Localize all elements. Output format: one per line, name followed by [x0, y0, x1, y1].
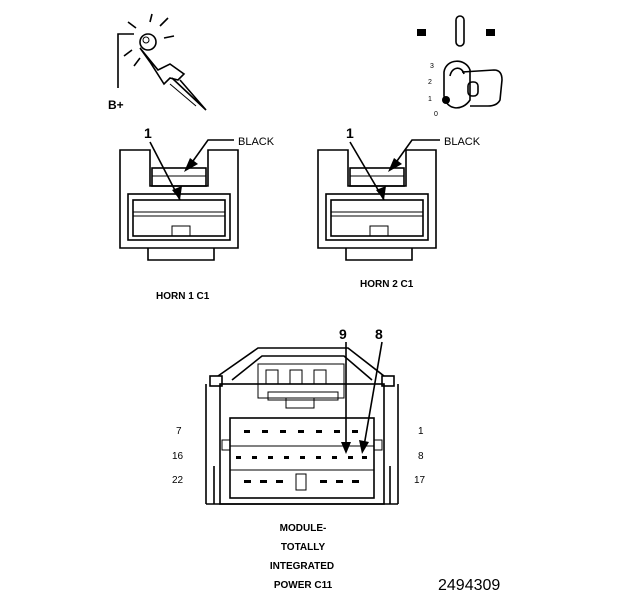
tipm-row-label-left-3: 22 — [172, 475, 184, 486]
horn-1-wire-color: BLACK — [238, 136, 275, 148]
horn-2-pin-1-arrow — [349, 141, 386, 201]
tipm-row-label-right-2: 8 — [418, 451, 424, 462]
tipm-row-label-left-1: 7 — [176, 426, 182, 437]
tipm-pin-8-callout: 8 — [375, 326, 383, 342]
horn-2-wire-color: BLACK — [444, 136, 481, 148]
tipm-pin-9-callout: 9 — [339, 326, 347, 342]
tipm-row-label-right-1: 1 — [418, 426, 424, 437]
ignition-position-1: 1 — [428, 96, 432, 103]
ignition-position-2: 2 — [428, 79, 432, 86]
tipm-caption-line-1: MODULE- — [280, 523, 327, 534]
tipm-caption-line-2: TOTALLY — [281, 542, 326, 553]
tipm-row-label-left-2: 16 — [172, 451, 184, 462]
tipm-caption-line-4: POWER C11 — [274, 580, 333, 591]
horn-1-caption: HORN 1 C1 — [156, 291, 210, 302]
figure-id: 2494309 — [438, 577, 500, 594]
horn-2-wire-color-arrow — [388, 139, 440, 172]
tipm-pin-8-arrow — [359, 341, 383, 454]
horn-1-wire-color-arrow — [184, 139, 234, 172]
horn-1-pin-1-arrow — [149, 141, 182, 201]
ignition-switch-symbol — [417, 15, 495, 47]
horn-1-connector — [119, 149, 239, 261]
test-light-probe-icon — [117, 13, 207, 111]
horn-2-pin-callout: 1 — [346, 125, 354, 141]
tipm-row-label-right-3: 17 — [414, 475, 426, 486]
horn-2-caption: HORN 2 C1 — [360, 279, 414, 290]
tipm-caption-line-3: INTEGRATED — [270, 561, 334, 572]
tipm-c11-connector — [205, 347, 399, 505]
tipm-pin-9-arrow — [341, 342, 351, 454]
horn-1-pin-callout: 1 — [144, 125, 152, 141]
b-plus-label: B+ — [108, 98, 124, 112]
horn-2-connector — [317, 149, 437, 261]
ignition-position-3: 3 — [430, 63, 434, 70]
ignition-position-0: 0 — [434, 111, 438, 118]
ignition-key-icon — [442, 60, 503, 109]
